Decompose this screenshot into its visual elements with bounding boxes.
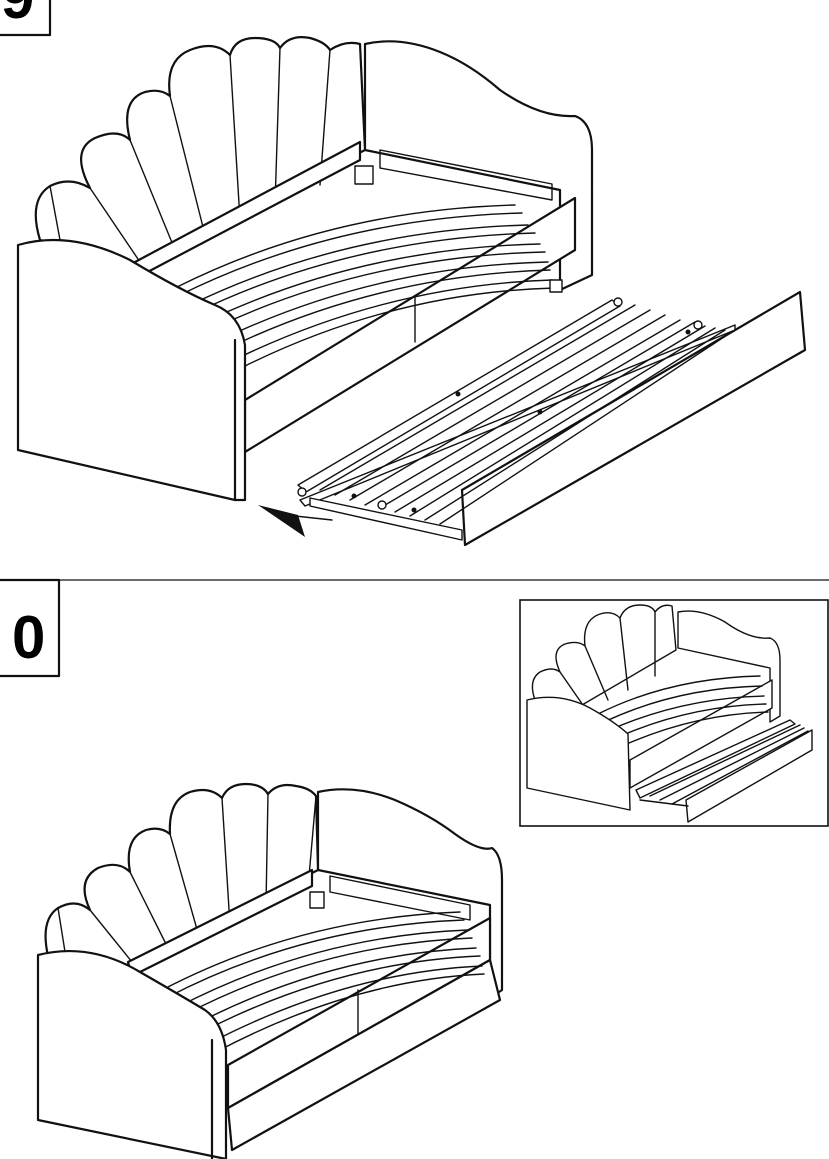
inset-reference-image	[519, 599, 829, 827]
step-9-number-box: 9	[0, 0, 52, 37]
daybed-illustration-step-10	[36, 782, 504, 1159]
step-9-number: 9	[1, 0, 34, 31]
trundle-slats	[319, 304, 731, 525]
insert-direction-arrow	[258, 505, 333, 537]
step-9-panel: 9	[0, 0, 807, 547]
step-10-panel: 0	[0, 578, 829, 1159]
step-10-number: 0	[12, 604, 45, 671]
leg-bracket	[549, 279, 563, 293]
bracket-hardware-10	[309, 891, 325, 909]
trundle-illustration-step-9	[297, 290, 807, 547]
daybed-illustration-step-9	[16, 36, 594, 502]
slats-step-10	[161, 911, 485, 1053]
step-10-number-box: 0	[0, 578, 61, 678]
bracket-hardware	[354, 165, 374, 185]
slats-step-9	[174, 204, 556, 367]
